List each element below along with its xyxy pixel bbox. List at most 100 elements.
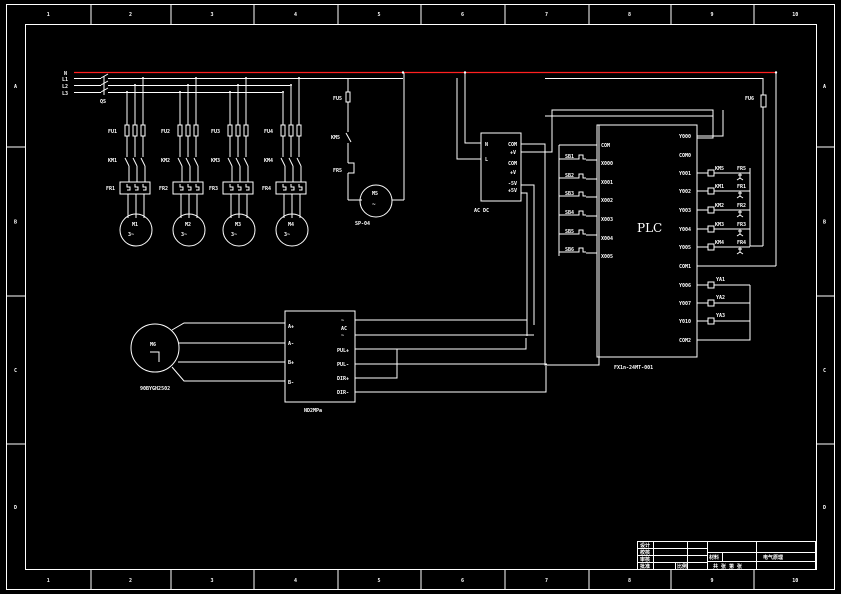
row-label-left: B: [14, 220, 17, 226]
row-label-right: D: [823, 505, 826, 511]
power-bus: N L1 L2 L3 QS: [62, 71, 778, 105]
thermal-relay: [172, 181, 204, 195]
km5-label: KM5: [331, 135, 340, 141]
junction: [282, 91, 284, 93]
qs-label: QS: [100, 99, 106, 105]
lamp-label: YA1: [716, 277, 725, 283]
thermal-relay: [119, 181, 151, 195]
fuse-label: FU3: [211, 129, 220, 135]
plc-input-label: X005: [601, 254, 613, 260]
column-label-top: 8: [628, 12, 631, 18]
drv-in-a-minus: A-: [288, 341, 294, 347]
button-label: SB4: [565, 210, 574, 216]
drv-in-b-minus: B-: [288, 380, 294, 386]
wire-n: [464, 73, 481, 144]
junction: [298, 77, 300, 79]
fr5-heater: [348, 162, 355, 174]
fuse: [185, 124, 191, 137]
stepper-motor-m6: [130, 323, 180, 373]
tb-design: 设计: [640, 542, 650, 549]
fu6-branch: FU6: [545, 73, 777, 266]
stepper-driver-box: [284, 310, 356, 403]
plc-output-label: Y004: [679, 227, 691, 233]
plc-output-label: Y007: [679, 301, 691, 307]
psu-out-com1: COM: [508, 142, 517, 148]
column-label-bottom: 9: [711, 578, 714, 584]
motor-m2: [172, 213, 206, 247]
tb-sheets: 共 张 第 张: [713, 563, 743, 570]
fuse-label: FU4: [264, 129, 273, 135]
contactor-label: KM3: [211, 158, 220, 164]
fuse: [227, 124, 233, 137]
column-label-bottom: 4: [294, 578, 297, 584]
column-label-top: 2: [129, 12, 132, 18]
lamp-ya1: [707, 281, 715, 289]
psu-out-v2: +V: [510, 170, 516, 176]
relay-heater: [229, 184, 234, 191]
relay-heater: [142, 184, 147, 191]
tb-review: 审核: [640, 556, 650, 563]
fuse: [288, 124, 294, 137]
title-block: 设计 校核 审核 批准 比例 材料 电气原理 共 张 第 张: [637, 541, 816, 570]
wire-dir-plus: [355, 349, 398, 379]
row-label-left: C: [14, 368, 17, 374]
fuse: [124, 124, 130, 137]
tb-approve: 批准: [640, 563, 650, 570]
coil-label: KM5: [715, 166, 724, 172]
drv-out-ac1: ~: [341, 318, 344, 324]
psu-out-v1: +V: [510, 150, 516, 156]
bus-label-l2: L2: [62, 84, 68, 90]
column-label-top: 9: [711, 12, 714, 18]
ac-dc-power-supply: N L COM +V COM +V -5V +5V AC DC: [456, 73, 714, 366]
psu-box: [480, 132, 522, 202]
wire-a-plus: [171, 322, 285, 331]
tb-check: 校核: [640, 549, 650, 556]
fuse: [235, 124, 241, 137]
button-label: SB2: [565, 173, 574, 179]
wire-l: [456, 78, 481, 160]
relay-heater: [134, 184, 139, 191]
bus-label-l3: L3: [62, 91, 68, 97]
tb-material: 材料: [709, 554, 719, 561]
thermal-relay: [275, 181, 307, 195]
motor-label: M1: [132, 222, 138, 228]
fuse: [193, 124, 199, 137]
plc-output-label: Y002: [679, 189, 691, 195]
relay-contact-symbol: [736, 247, 744, 255]
pushbutton-symbol: [578, 210, 586, 216]
relay-heater: [282, 184, 287, 191]
output-rail: [749, 168, 763, 247]
contactor-contact: [235, 157, 241, 167]
row-label-right: C: [823, 368, 826, 374]
drv-out-pul-plus: PUL+: [337, 348, 349, 354]
motor-m4: [275, 213, 309, 247]
fuse-fu6: [760, 94, 767, 108]
drv-in-a-plus: A+: [288, 324, 294, 330]
contactor-contact: [140, 157, 146, 167]
row-label-left: A: [14, 84, 17, 90]
pushbutton-symbol: [578, 154, 586, 160]
drv-out-dir-plus: DIR+: [337, 376, 349, 382]
contactor-label: KM2: [161, 158, 170, 164]
relay-label: FR4: [262, 186, 271, 192]
wire-m5v: [521, 184, 535, 325]
relay-contact-label: FR4: [737, 240, 746, 246]
wire-p5v: [521, 192, 528, 336]
column-label-top: 10: [792, 12, 798, 18]
qs-switch: [100, 73, 109, 95]
plc-output-label: COM1: [679, 264, 691, 270]
relay-heater: [290, 184, 295, 191]
psu-out-com2: COM: [508, 161, 517, 167]
fuse: [140, 124, 146, 137]
pump-model-label: SP-04: [355, 221, 370, 227]
relay-heater: [195, 184, 200, 191]
contactor-contact: [124, 157, 130, 167]
bus-label-n: N: [64, 71, 67, 77]
contactor-contact: [177, 157, 183, 167]
relay-contact-label: FR1: [737, 184, 746, 190]
column-label-top: 1: [47, 12, 50, 18]
plc-output-label: Y006: [679, 283, 691, 289]
column-label-bottom: 2: [129, 578, 132, 584]
